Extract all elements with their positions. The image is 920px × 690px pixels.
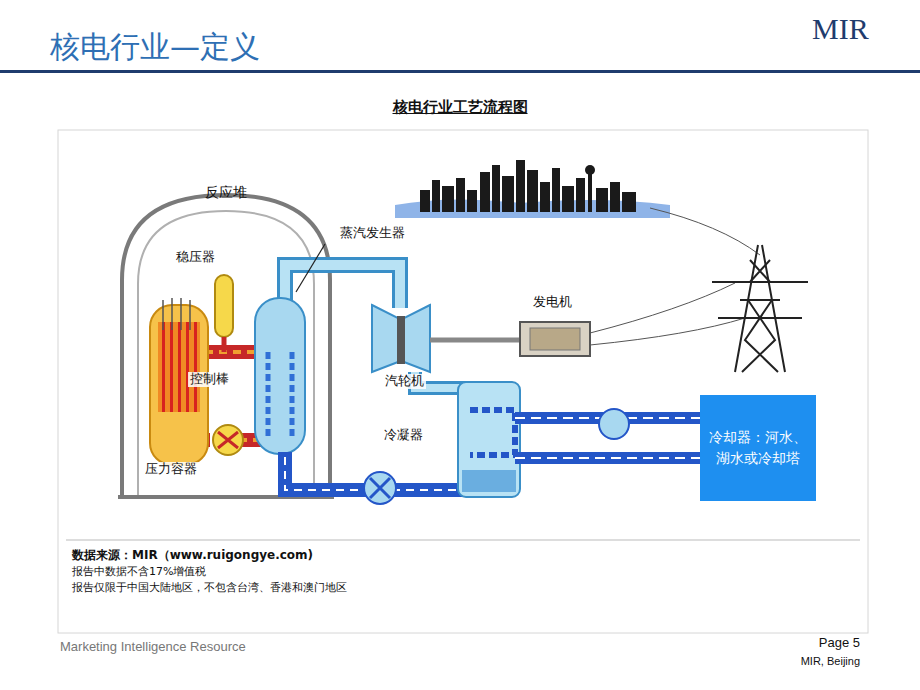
- chart-caption: 核电行业工艺流程图: [393, 99, 528, 116]
- containment-wall: [122, 195, 330, 497]
- primary-pump: [213, 425, 243, 455]
- part-name: 汽轮机: [383, 374, 426, 389]
- logo: MIR: [812, 12, 869, 47]
- note: 报告中数据不含17%增值税: [72, 566, 206, 579]
- note-rule: [66, 540, 860, 541]
- city-skyline: [420, 160, 636, 212]
- steam-pipe: [285, 265, 400, 308]
- feed-pump: [364, 472, 396, 504]
- part-name: 压力容器: [143, 462, 199, 477]
- source-note: 数据来源：MIR（www.ruigongye.com): [72, 549, 313, 563]
- node-label: 冷却器：河水、湖水或冷却塔: [708, 427, 808, 469]
- part-name: 控制棒: [188, 372, 231, 387]
- part-name: 蒸汽发生器: [340, 226, 405, 241]
- power-line: [590, 283, 735, 333]
- chart-frame: [58, 130, 868, 633]
- part-name: 发电机: [533, 295, 572, 310]
- part-name: 稳压器: [176, 250, 215, 265]
- transmission-tower: [712, 245, 808, 372]
- part-name: 冷凝器: [384, 428, 423, 443]
- power-line: [650, 208, 760, 255]
- reactor-building: 反应堆: [122, 176, 330, 216]
- turbine: [372, 305, 430, 372]
- shaft: [430, 338, 522, 343]
- cooler-box: 冷却器：河水、湖水或冷却塔: [700, 395, 816, 501]
- footer-text: Marketing Intelligence Resource: [60, 640, 246, 655]
- page-number: Page 5: [819, 636, 860, 651]
- condenser: [458, 382, 520, 497]
- slide-title: 核电行业—定义: [50, 30, 260, 65]
- header-rule: [0, 70, 920, 73]
- control-rods: [163, 298, 190, 330]
- footer-text: MIR, Beijing: [801, 655, 860, 668]
- steam-generator: [255, 298, 305, 454]
- generator: [520, 322, 590, 356]
- power-line: [590, 318, 745, 345]
- node-label: 反应堆: [205, 182, 247, 203]
- cooling-pump: [599, 409, 629, 439]
- pressurizer: [215, 275, 233, 337]
- leader-line: [296, 244, 325, 292]
- note: 报告仅限于中国大陆地区，不包含台湾、香港和澳门地区: [72, 582, 347, 595]
